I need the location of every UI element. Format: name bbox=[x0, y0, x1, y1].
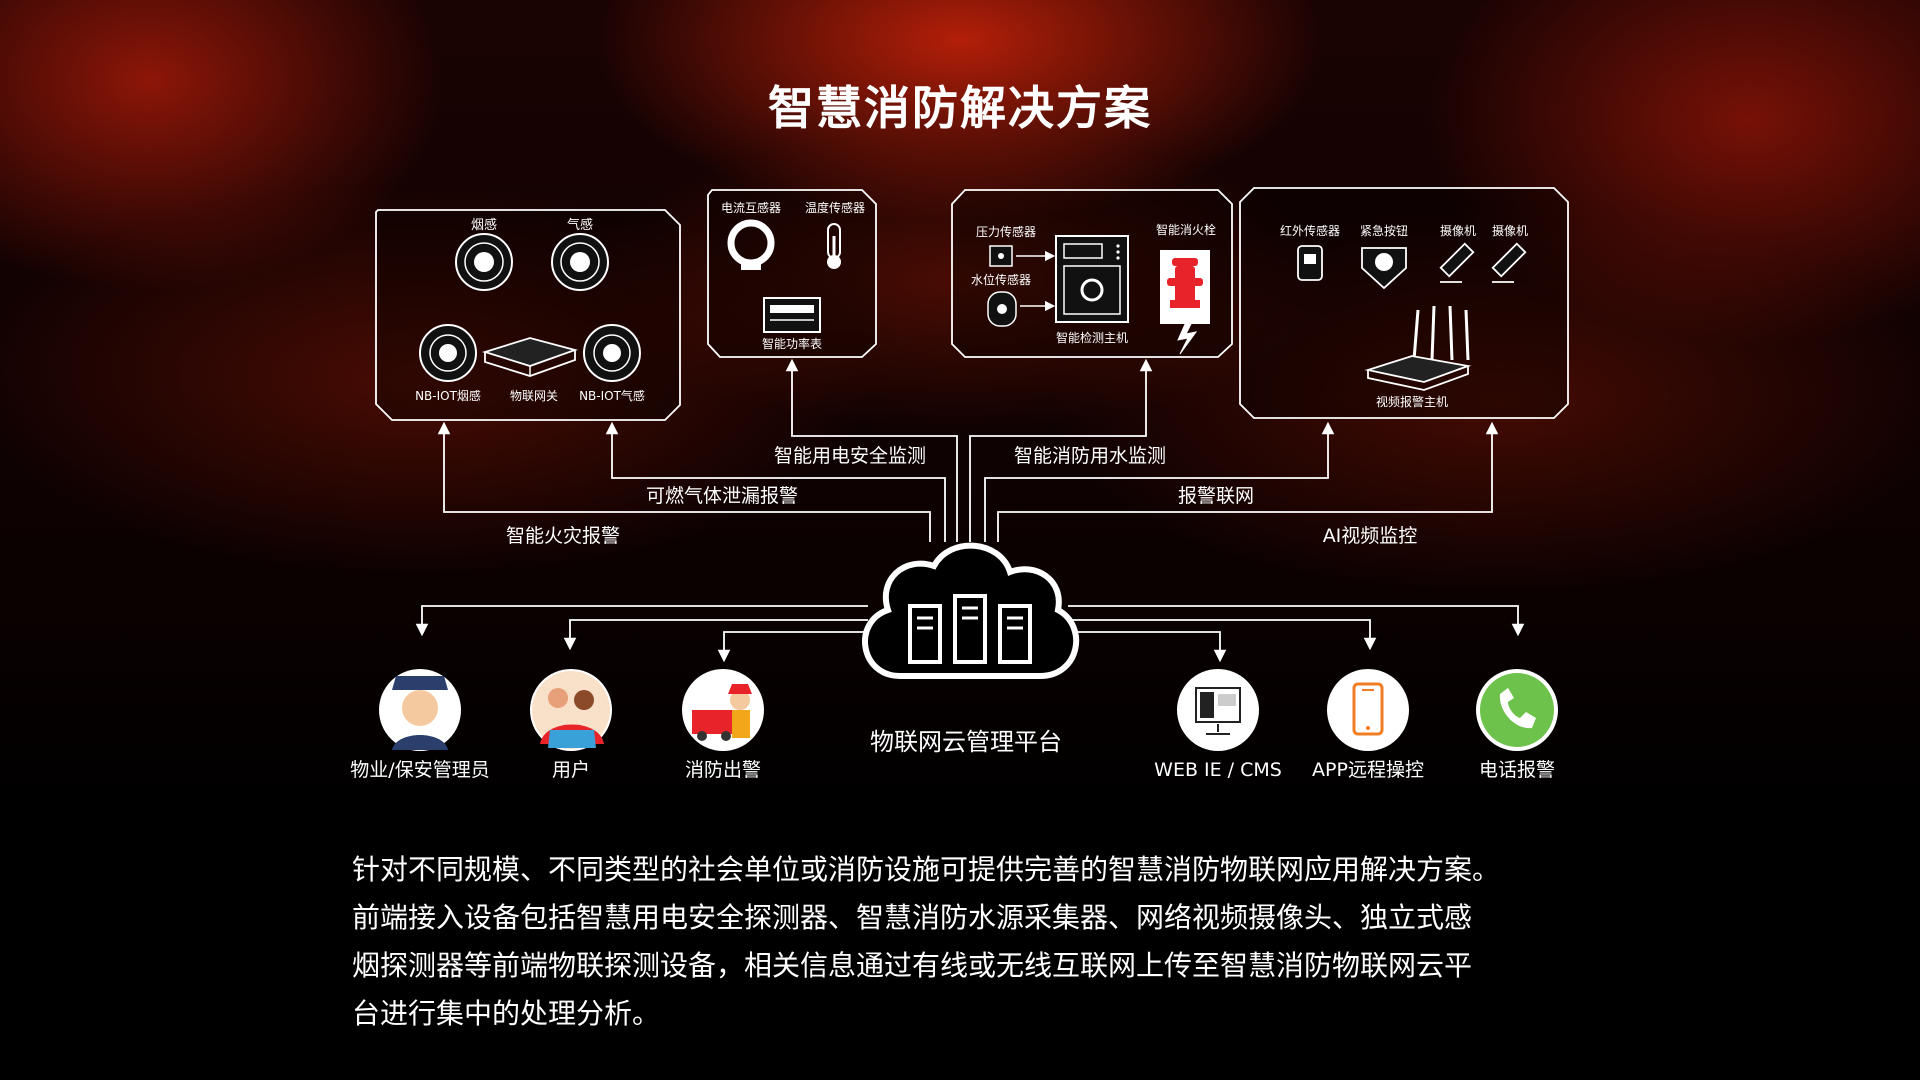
nb-gas-label: NB-IOT气感 bbox=[579, 388, 645, 403]
nb-smoke-label: NB-IOT烟感 bbox=[415, 388, 481, 403]
infrared-sensor-label: 红外传感器 bbox=[1280, 223, 1340, 238]
description-line-3: 烟探测器等前端物联探测设备，相关信息通过有线或无线互联网上传至智慧消防物联网云平 bbox=[352, 949, 1473, 982]
output-label-fire-dispatch: 消防出警 bbox=[685, 759, 761, 781]
link-label-ai-video: AI视频监控 bbox=[1323, 525, 1418, 547]
output-user: 用户 bbox=[530, 669, 612, 781]
description-line-1: 针对不同规模、不同类型的社会单位或消防设施可提供完善的智慧消防物联网应用解决方案… bbox=[352, 853, 1501, 886]
pressure-sensor-icon bbox=[989, 245, 1013, 267]
description-line-4: 台进行集中的处理分析。 bbox=[352, 997, 661, 1030]
output-app: APP远程操控 bbox=[1312, 669, 1424, 781]
link-label-gas: 可燃气体泄漏报警 bbox=[646, 485, 798, 507]
level-sensor-label: 水位传感器 bbox=[971, 272, 1031, 287]
output-label-user: 用户 bbox=[552, 759, 590, 781]
cloud-platform-icon bbox=[862, 542, 1080, 679]
power-meter-label: 智能功率表 bbox=[762, 336, 822, 351]
connector-lines bbox=[415, 358, 1525, 663]
detection-host-icon bbox=[1055, 235, 1129, 323]
output-web: WEB IE / CMS bbox=[1154, 669, 1282, 781]
video-alarm-host-icon bbox=[1364, 305, 1472, 391]
output-label-web: WEB IE / CMS bbox=[1154, 759, 1282, 781]
level-sensor-icon bbox=[987, 291, 1017, 327]
output-label-guard: 物业/保安管理员 bbox=[350, 759, 489, 781]
temperature-sensor-label: 温度传感器 bbox=[805, 200, 865, 215]
panel-water: 压力传感器 水位传感器 智能消火栓 智能检测主机 bbox=[951, 189, 1233, 358]
power-meter-icon bbox=[763, 297, 821, 333]
camera-2-label: 摄像机 bbox=[1492, 223, 1528, 238]
page-title: 智慧消防解决方案 bbox=[768, 81, 1152, 135]
video-host-label: 视频报警主机 bbox=[1376, 394, 1448, 409]
smoke-label: 烟感 bbox=[471, 217, 497, 233]
emergency-button-icon bbox=[1361, 247, 1407, 290]
description-line-2: 前端接入设备包括智慧用电安全探测器、智慧消防水源采集器、网络视频摄像头、独立式感 bbox=[352, 901, 1473, 934]
web-icon bbox=[1177, 669, 1259, 751]
thermometer-icon bbox=[827, 223, 841, 269]
camera-2-icon bbox=[1491, 242, 1527, 283]
gateway-icon bbox=[481, 337, 579, 377]
infrared-sensor-icon bbox=[1297, 245, 1323, 281]
nb-smoke-detector-icon bbox=[419, 324, 477, 382]
camera-1-label: 摄像机 bbox=[1440, 223, 1476, 238]
nb-gas-detector-icon bbox=[583, 324, 641, 382]
link-label-water: 智能消防用水监测 bbox=[1014, 445, 1166, 467]
platform-label: 物联网云管理平台 bbox=[870, 728, 1062, 756]
hydrant-icon bbox=[1160, 250, 1210, 355]
phone-app-icon bbox=[1327, 669, 1409, 751]
current-transformer-label: 电流互感器 bbox=[721, 200, 781, 215]
gas-label: 气感 bbox=[567, 217, 593, 233]
output-label-phone: 电话报警 bbox=[1479, 759, 1555, 781]
hydrant-label: 智能消火栓 bbox=[1156, 222, 1216, 237]
output-phone: 电话报警 bbox=[1476, 669, 1558, 781]
link-label-fire: 智能火灾报警 bbox=[506, 525, 620, 547]
link-label-electric: 智能用电安全监测 bbox=[774, 445, 926, 467]
current-transformer-icon bbox=[727, 219, 775, 270]
output-label-app: APP远程操控 bbox=[1312, 759, 1424, 781]
emergency-button-label: 紧急按钮 bbox=[1360, 223, 1408, 238]
camera-1-icon bbox=[1439, 242, 1475, 283]
description-text: 针对不同规模、不同类型的社会单位或消防设施可提供完善的智慧消防物联网应用解决方案… bbox=[352, 846, 1632, 1038]
panel-smoke-gas: 烟感 气感 NB-IOT烟感 物联网关 NB-IOT气感 bbox=[375, 209, 681, 421]
panel-video: 红外传感器 紧急按钮 摄像机 摄像机 视频报警主机 bbox=[1239, 187, 1569, 419]
gateway-label: 物联网关 bbox=[510, 389, 558, 403]
detection-host-label: 智能检测主机 bbox=[1056, 330, 1128, 345]
pressure-sensor-label: 压力传感器 bbox=[976, 224, 1036, 239]
link-label-alarm-net: 报警联网 bbox=[1178, 485, 1254, 507]
output-fire-dispatch: 消防出警 bbox=[682, 669, 764, 781]
output-guard: 物业/保安管理员 bbox=[350, 669, 490, 781]
panel-electric: 电流互感器 温度传感器 智能功率表 bbox=[707, 189, 877, 358]
gas-detector-icon bbox=[551, 233, 609, 291]
smoke-detector-icon bbox=[455, 233, 513, 291]
